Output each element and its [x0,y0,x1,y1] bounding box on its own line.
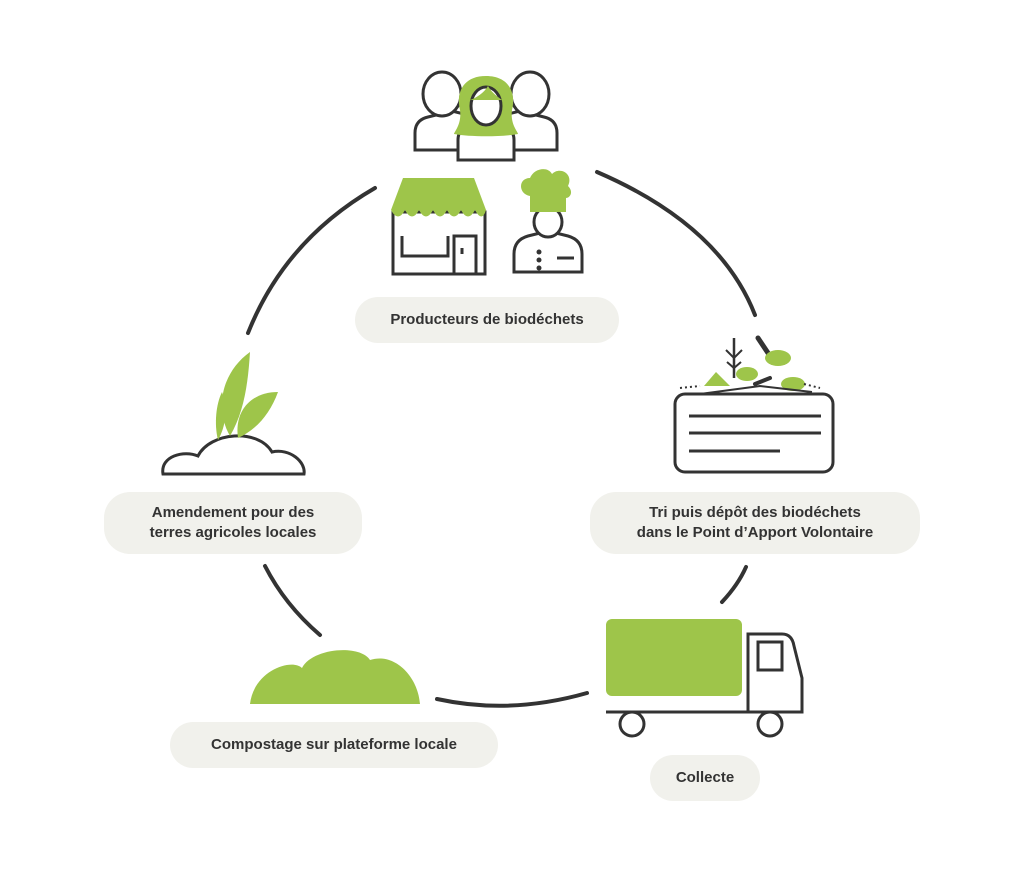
producers-icon [413,70,559,162]
label-sorting-line-2: dans le Point d’Apport Volontaire [636,524,874,541]
compost-pile-icon [250,650,420,704]
label-producers-line-1: Producteurs de biodéchets [390,311,584,328]
arc-composting-to-amendment [263,564,322,637]
label-amendment: Amendement pour des terres agricoles loc… [104,492,362,554]
arc-sorting-to-collection [720,565,748,604]
scraps-icon [679,335,821,395]
label-producers: Producteurs de biodéchets [355,297,619,343]
shop-icon [391,178,487,276]
arc-collection-to-composting [435,691,589,708]
arc-amendment-to-producers [246,186,377,335]
chef-icon [512,169,584,274]
sprout-soil-icon [161,352,306,476]
cycle-arcs [246,170,757,708]
label-sorting: Tri puis dépôt des biodéchets dans le Po… [590,492,920,554]
label-composting-line-1: Compostage sur plateforme locale [211,736,457,753]
label-collection: Collecte [650,755,760,801]
compost-bin-icon [673,335,835,474]
person-center-icon [454,76,518,162]
arc-producers-to-sorting [595,170,757,317]
label-amendment-line-2: terres agricoles locales [149,524,317,541]
label-amendment-line-1: Amendement pour des [151,504,315,521]
label-composting: Compostage sur plateforme locale [170,722,498,768]
label-sorting-line-1: Tri puis dépôt des biodéchets [649,504,861,521]
truck-icon [606,619,804,738]
label-collection-line-1: Collecte [675,769,735,786]
